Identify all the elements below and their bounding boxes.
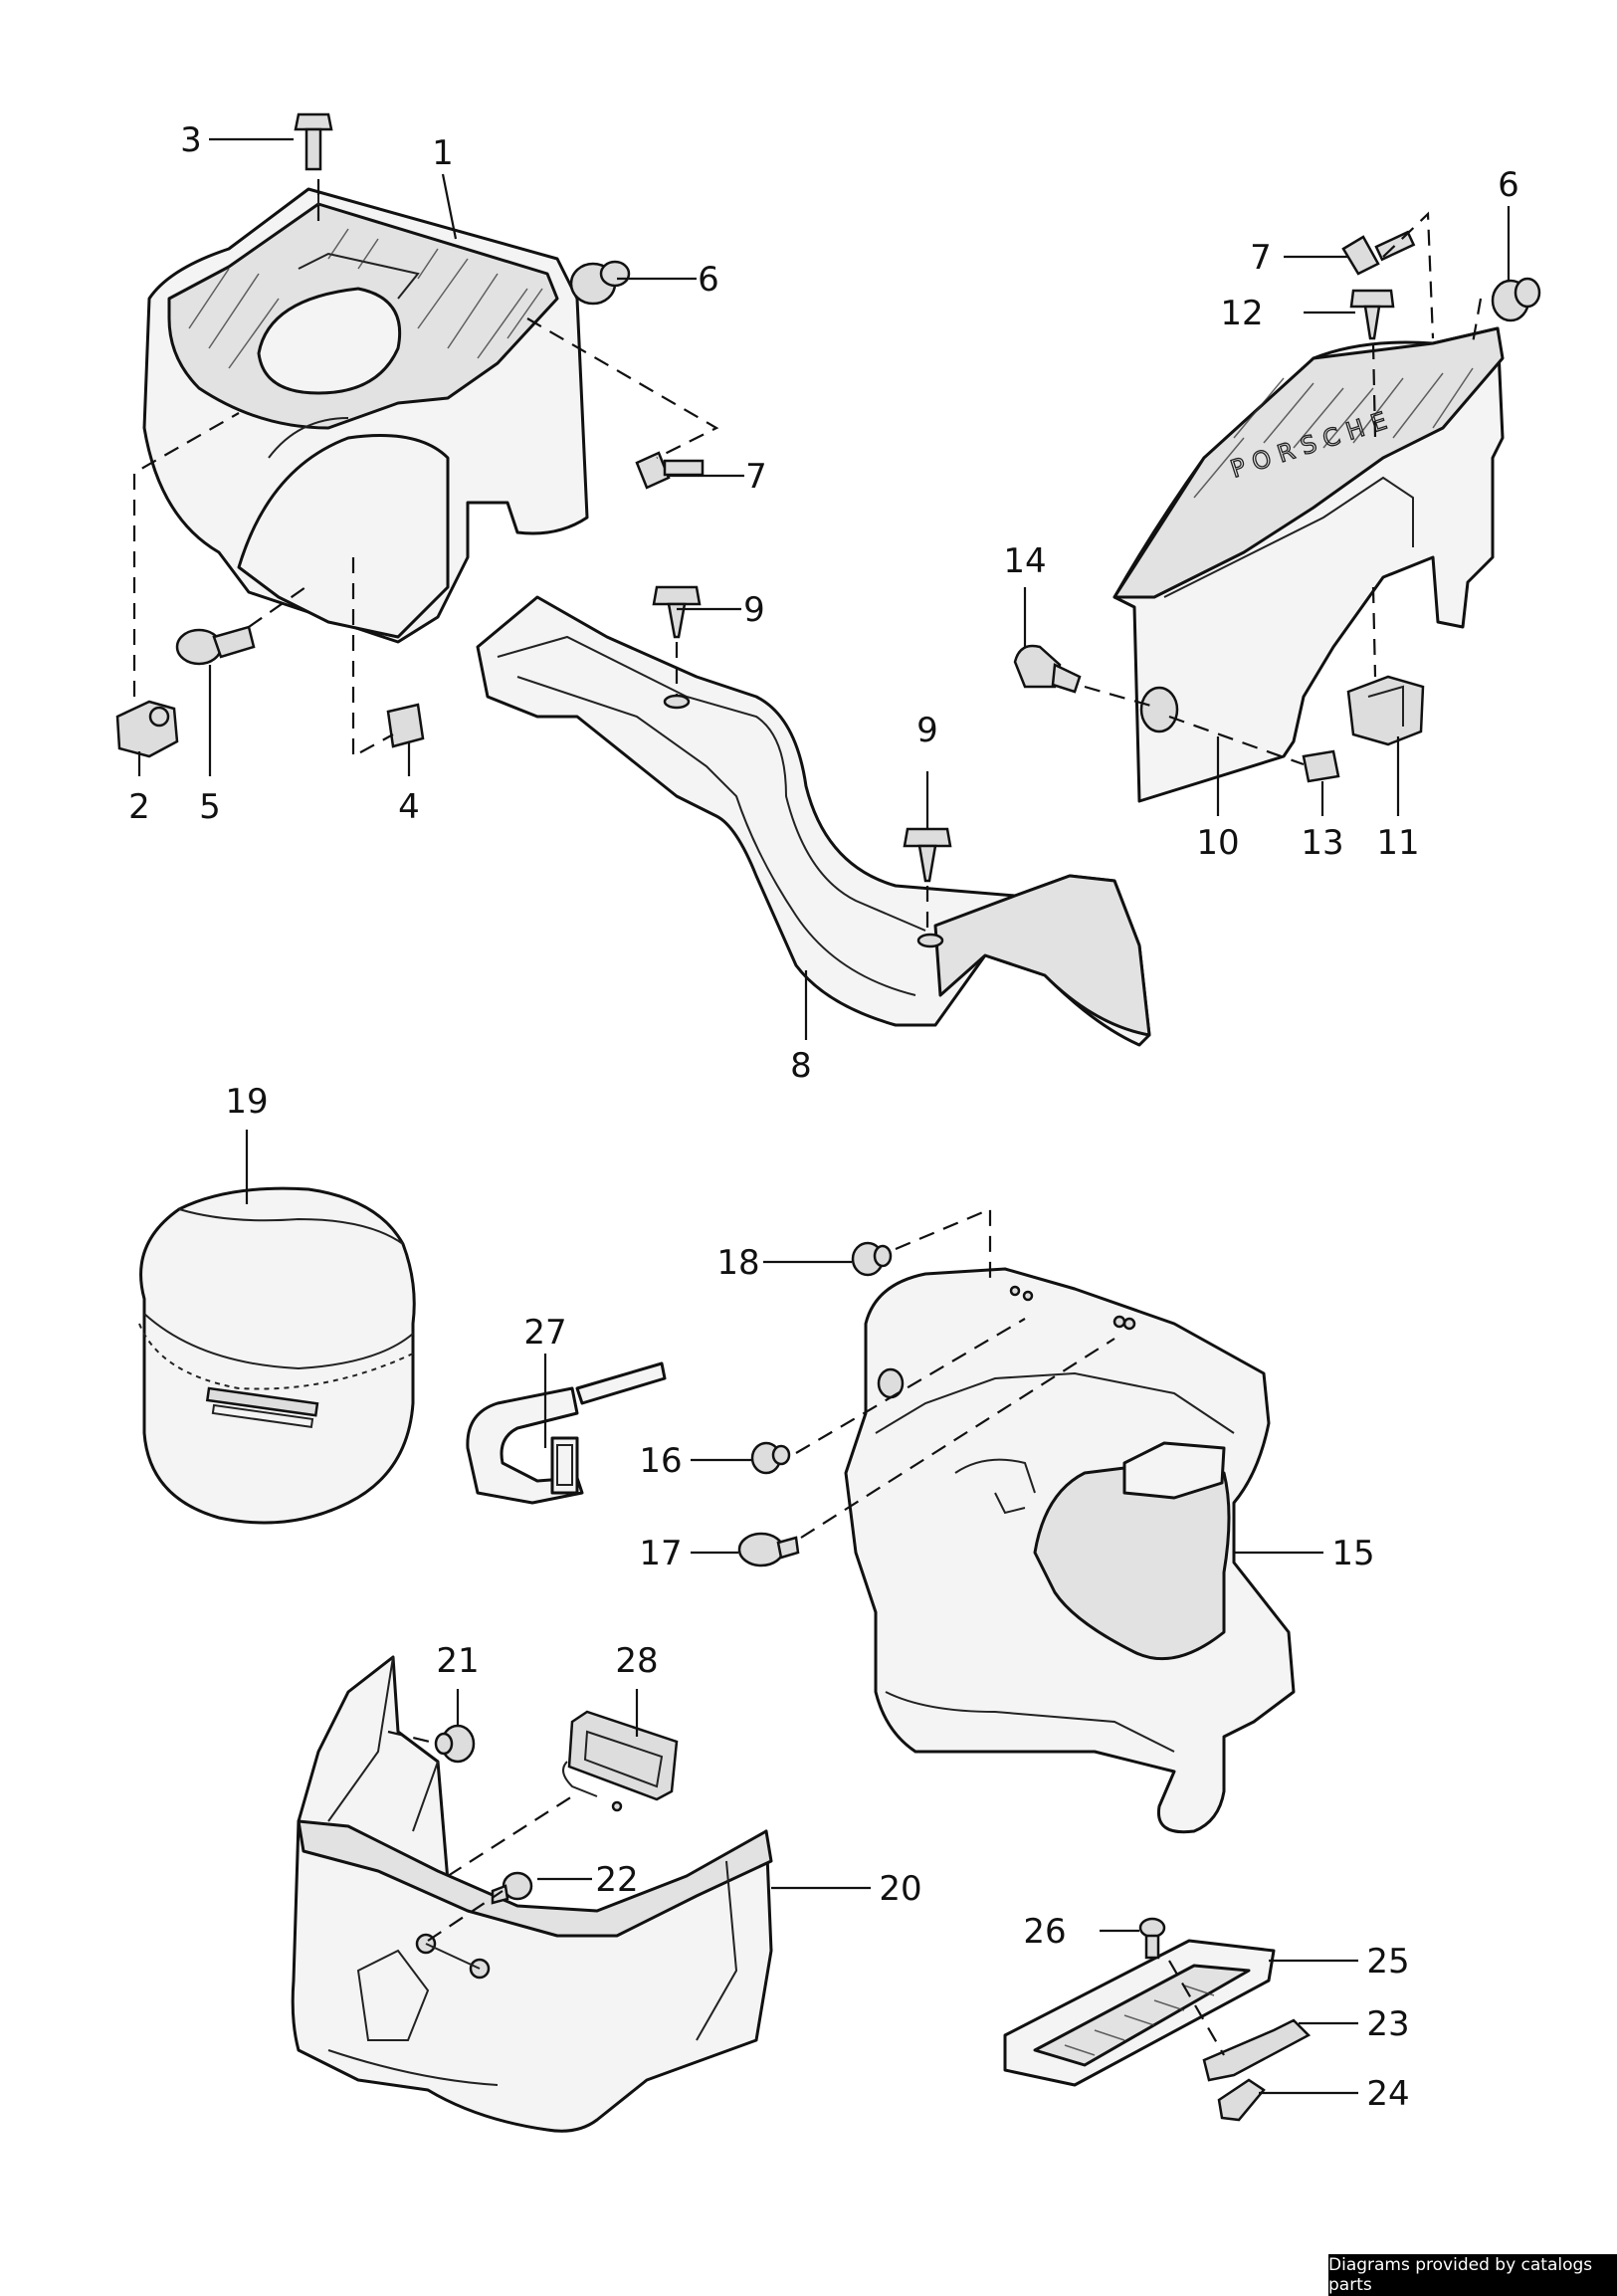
part-13-clip [1302, 749, 1340, 783]
callout-9-lower: 9 [916, 711, 938, 750]
callout-17: 17 [639, 1534, 682, 1573]
part-20-lower-liner [291, 1655, 773, 2133]
part-28-lamp [562, 1710, 679, 1812]
part-6-grommet-left [569, 260, 631, 306]
dashed-assembly-lines-15 [795, 1207, 1115, 1539]
callout-22: 22 [595, 1860, 638, 1900]
dashed-line-23 [1168, 1960, 1225, 2056]
callout-24: 24 [1366, 2074, 1409, 2114]
callout-3: 3 [180, 120, 202, 160]
callout-2: 2 [128, 787, 150, 827]
callout-labels: 3 1 6 7 9 9 8 2 5 4 7 12 6 14 10 13 11 1… [128, 120, 1519, 2114]
part-23-bracket [1202, 2018, 1312, 2082]
callout-14: 14 [1003, 541, 1046, 581]
callout-8: 8 [790, 1046, 812, 1086]
callout-6-right: 6 [1498, 165, 1519, 205]
callout-12: 12 [1220, 294, 1263, 333]
part-4-clip [386, 703, 425, 748]
part-16-plug [750, 1441, 791, 1475]
part-7-screw-left [635, 451, 705, 490]
callout-20: 20 [879, 1869, 921, 1909]
callout-21: 21 [436, 1641, 479, 1681]
part-10-right-panel: PORSCHE [1112, 326, 1505, 803]
part-11-bracket [1346, 675, 1425, 746]
part-14-push-clip [1013, 644, 1082, 694]
callout-5: 5 [199, 787, 221, 827]
part-1-trunk-lining [142, 187, 589, 644]
dashed-assembly-lines-left [132, 179, 719, 758]
callout-7-right: 7 [1250, 238, 1272, 278]
callout-10: 10 [1196, 823, 1239, 863]
callout-26: 26 [1023, 1912, 1066, 1952]
callout-11: 11 [1376, 823, 1419, 863]
part-3-screw [294, 112, 333, 171]
credit-text: Diagrams provided by catalogs parts [1328, 2255, 1593, 2295]
part-8-side-panel [476, 595, 1151, 1047]
callout-13: 13 [1301, 823, 1343, 863]
dashed-assembly-lines-right [1084, 211, 1483, 766]
callout-6-left: 6 [698, 260, 719, 300]
part-9-screw-lower [903, 827, 952, 883]
callout-9-upper: 9 [743, 590, 765, 630]
part-7-screw-right [1341, 230, 1416, 276]
part-2-bracket [115, 700, 179, 758]
part-18-plug [851, 1241, 893, 1277]
leader-lines [137, 137, 1511, 2095]
callout-15: 15 [1331, 1534, 1374, 1573]
credit-footer: Diagrams provided by catalogs parts [1328, 2254, 1617, 2296]
part-22-clip [491, 1871, 533, 1905]
part-26-screw [1138, 1917, 1166, 1960]
part-27-strap [466, 1361, 667, 1505]
callout-16: 16 [639, 1441, 682, 1481]
callout-7-left: 7 [745, 457, 767, 497]
part-5-clip [175, 625, 256, 666]
part-21-clip [434, 1724, 476, 1764]
part-25-grille [1003, 1939, 1276, 2087]
callout-28: 28 [615, 1641, 658, 1681]
part-6-grommet-right [1491, 277, 1541, 322]
callout-27: 27 [523, 1313, 566, 1353]
callout-23: 23 [1366, 2004, 1409, 2044]
part-12-screw [1349, 289, 1395, 340]
callout-18: 18 [716, 1243, 759, 1283]
callout-19: 19 [225, 1082, 268, 1122]
callout-25: 25 [1366, 1942, 1409, 1982]
part-9-screw-upper [652, 585, 702, 639]
part-15-rear-liner [844, 1267, 1296, 1834]
callout-4: 4 [398, 787, 420, 827]
dashed-assembly-lines-20 [387, 1730, 573, 1942]
part-17-cap [737, 1532, 800, 1567]
part-19-spare-wheel-bag [138, 1186, 416, 1525]
callout-1: 1 [432, 133, 454, 173]
part-24-plate [1217, 2078, 1266, 2122]
